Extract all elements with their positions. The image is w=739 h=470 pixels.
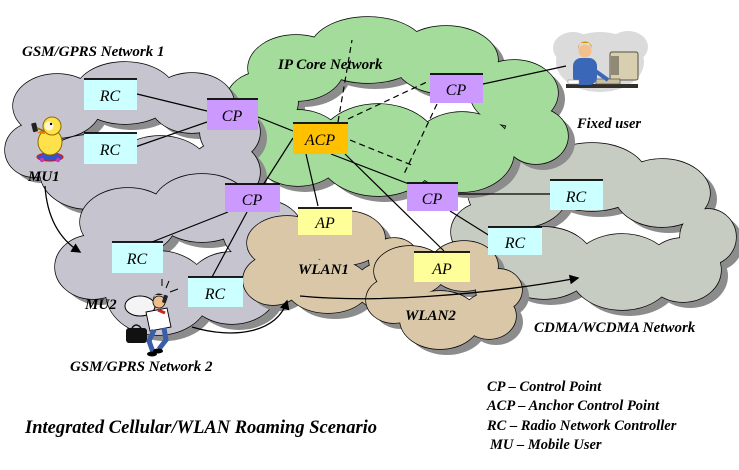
label-mu2: MU2 — [84, 297, 117, 313]
node-ap-wlan2: AP — [414, 251, 470, 282]
legend-mu: MU – Mobile User — [489, 437, 602, 453]
mu1-phone — [31, 122, 38, 133]
svg-text:CP: CP — [422, 191, 443, 208]
node-rc-cdma-b: RC — [488, 226, 542, 255]
label-wlan1: WLAN1 — [298, 262, 349, 278]
dashed-acp-cp2 — [347, 80, 430, 120]
node-ap-wlan1: AP — [298, 207, 352, 235]
link-cp1-acp — [257, 116, 294, 132]
node-cp-gsm2: CP — [225, 183, 280, 212]
svg-text:RC: RC — [504, 235, 526, 252]
svg-text:RC: RC — [565, 189, 587, 206]
dashed-cp2-down — [403, 103, 438, 175]
svg-text:RC: RC — [126, 251, 148, 268]
label-fixed-user: Fixed user — [576, 116, 641, 132]
arrow-wlan1-to-cdma — [299, 274, 580, 300]
link-cp4-rc4 — [211, 211, 248, 278]
legend: CP – Control Point ACP – Anchor Control … — [486, 379, 677, 453]
link-cp3-rc6 — [449, 210, 491, 237]
node-acp: ACP — [293, 122, 348, 154]
node-rc-cdma-a: RC — [550, 179, 603, 210]
node-rc-gsm1-b: RC — [84, 132, 137, 164]
link-acp-ap2 — [344, 153, 445, 252]
link-acp-ap1 — [305, 153, 319, 207]
connection-lines — [134, 39, 567, 278]
label-cdma-network: CDMA/WCDMA Network — [534, 320, 696, 336]
link-acp-cp3 — [330, 153, 410, 185]
mu2-briefcase — [126, 328, 147, 343]
roaming-arrows — [44, 185, 580, 334]
link-acp-cp4 — [262, 137, 294, 186]
label-ip-core-network: IP Core Network — [277, 57, 383, 73]
mu2-phone — [162, 294, 168, 304]
diagram-title: Integrated Cellular/WLAN Roaming Scenari… — [24, 418, 377, 438]
legend-cp: CP – Control Point — [487, 379, 602, 395]
link-cp4-rc3 — [151, 211, 229, 243]
svg-text:CP: CP — [446, 82, 467, 99]
svg-text:RC: RC — [99, 88, 121, 105]
arrow-mu1-to-gsm2 — [44, 185, 82, 253]
svg-text:AP: AP — [314, 215, 335, 232]
svg-text:RC: RC — [99, 142, 121, 159]
mu1-icon — [31, 116, 64, 163]
svg-text:CP: CP — [222, 108, 243, 125]
svg-text:ACP: ACP — [304, 132, 335, 149]
node-cp-cdma: CP — [407, 182, 458, 211]
node-cp-gsm1: CP — [207, 98, 258, 130]
label-gsm-network-1: GSM/GPRS Network 1 — [22, 44, 165, 60]
label-mu1: MU1 — [27, 169, 60, 185]
legend-rc: RC – Radio Network Controller — [486, 418, 677, 434]
legend-acp: ACP – Anchor Control Point — [486, 398, 660, 414]
person-body — [573, 58, 597, 85]
node-cp-ipcore: CP — [430, 73, 483, 103]
node-rc-gsm2-a: RC — [112, 241, 163, 273]
link-cp2-fixed-user — [482, 65, 567, 85]
label-gsm-network-2: GSM/GPRS Network 2 — [70, 359, 213, 375]
dashed-acp-up — [337, 39, 353, 123]
desk — [566, 84, 638, 88]
fixed-user-icon — [553, 31, 648, 92]
dashed-acp-right — [349, 139, 415, 167]
arrow-mu2-to-wlan1 — [191, 299, 290, 334]
svg-text:RC: RC — [204, 286, 226, 303]
mu2-icon — [124, 279, 179, 357]
link-rc1-cp1 — [136, 93, 208, 112]
node-rc-gsm1-a: RC — [84, 78, 137, 110]
label-wlan2: WLAN2 — [405, 308, 456, 324]
person-head — [578, 44, 592, 58]
svg-text:AP: AP — [431, 261, 452, 278]
node-rc-gsm2-b: RC — [188, 276, 243, 307]
link-rc2-cp1 — [134, 121, 208, 148]
svg-text:CP: CP — [242, 192, 263, 209]
